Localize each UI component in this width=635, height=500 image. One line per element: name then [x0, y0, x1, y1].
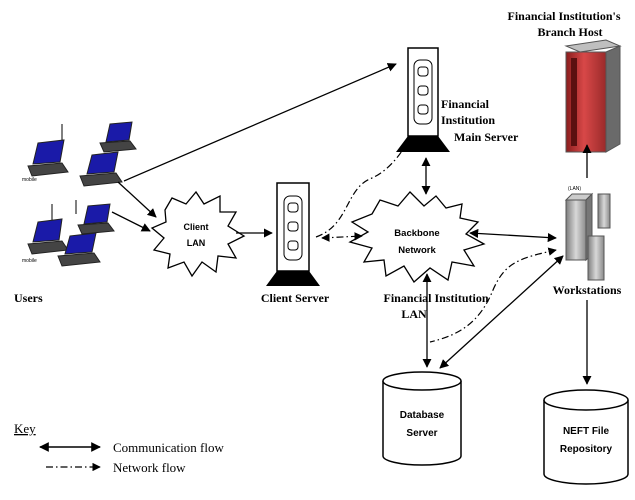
- laptop-tag: mobile: [22, 258, 37, 264]
- database-label: Database: [400, 410, 445, 421]
- network-flow-lines: [315, 139, 557, 343]
- workstations-label: Workstations: [553, 283, 622, 297]
- network-flow-client-backbone: [321, 232, 363, 242]
- laptop-icon: [27, 124, 69, 177]
- database-label: Server: [406, 428, 437, 439]
- neft-label: NEFT File: [563, 426, 610, 437]
- legend-communication-label: Communication flow: [113, 440, 224, 455]
- branch-host-label: Financial Institution's: [507, 9, 620, 23]
- laptop-icon: [99, 121, 137, 153]
- backbone-label: Network: [398, 245, 436, 256]
- workstations-icon: (LAN): [564, 186, 611, 281]
- client-server-label: Client Server: [261, 291, 330, 305]
- legend: Key Communication flow Network flow: [14, 421, 224, 475]
- workstations-lan-tag: (LAN): [568, 186, 581, 192]
- fi-lan-label: LAN: [401, 307, 427, 321]
- neft-repository-icon: [543, 389, 629, 485]
- network-flow-client-main: [315, 139, 410, 238]
- laptop-icon: [75, 200, 115, 235]
- fi-lan-label: Financial Institution: [383, 291, 488, 305]
- main-server-label: Main Server: [454, 130, 519, 144]
- arrow-users-client-lan: [111, 211, 151, 232]
- network-flow-ws-lan: [429, 247, 557, 343]
- client-lan-label: Client: [183, 222, 208, 232]
- arrow-workstations-database: [439, 255, 564, 369]
- arrow-users-main-server: [123, 63, 397, 182]
- neft-label: Repository: [560, 444, 613, 455]
- laptop-icon: [79, 151, 123, 187]
- legend-network-label: Network flow: [113, 460, 186, 475]
- main-server-icon: [396, 47, 450, 152]
- client-lan-label: LAN: [187, 238, 206, 248]
- database-server-icon: [382, 371, 462, 466]
- legend-title: Key: [14, 421, 36, 436]
- branch-host-icon: [564, 39, 622, 153]
- laptop-icon: [57, 232, 101, 267]
- branch-host-label: Branch Host: [537, 25, 602, 39]
- main-server-label: Institution: [441, 113, 495, 127]
- flow-arrows: [111, 63, 592, 385]
- client-server-icon: [266, 182, 320, 286]
- users-label: Users: [14, 291, 43, 305]
- arrow-backbone-workstations: [469, 228, 557, 243]
- arrow-users-client-lan: [117, 181, 157, 218]
- main-server-label: Financial: [441, 97, 490, 111]
- laptop-icon: [27, 204, 69, 255]
- laptop-tag: mobile: [22, 177, 37, 183]
- backbone-label: Backbone: [394, 228, 439, 239]
- client-lan-cloud: [150, 190, 246, 278]
